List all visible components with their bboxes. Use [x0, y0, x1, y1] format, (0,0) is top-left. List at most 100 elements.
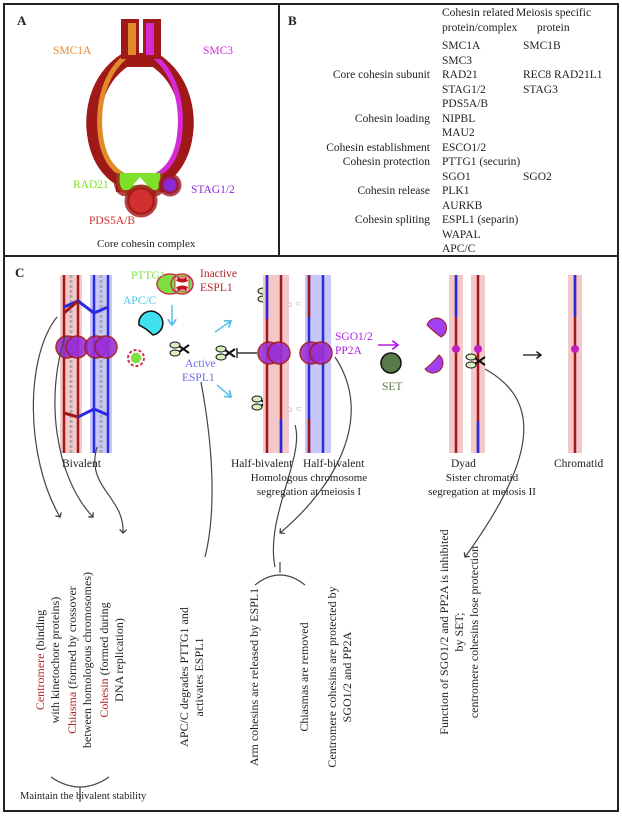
panel-a-label: A [17, 13, 27, 28]
table-cell-category: Cohesin loading [354, 112, 430, 125]
half-bivalent-2 [299, 275, 333, 453]
apcc-pacman [138, 310, 164, 336]
pds5-subunit [124, 184, 158, 218]
half-bivalent-1: ↄ ⸦ ⸦ ↄ ⸦ ⸦ [257, 275, 315, 453]
brace-meiosis1 [254, 574, 306, 586]
table-cell-protein: PLK1 [442, 185, 470, 197]
term-chiasma: Chiasma [65, 691, 79, 734]
table-cell-category: Core cohesin subunit [332, 69, 430, 81]
table-cell-protein: WAPAL [442, 228, 481, 241]
note-arm-cohesins: Arm cohesins are released by ESPL1 [247, 587, 261, 767]
table-cell-meiosis: STAG3 [523, 83, 558, 96]
table-cell-protein: PTTG1 (securin) [442, 156, 521, 168]
label-pttg1: PTTG1 [131, 270, 166, 282]
label-inactive-espl1-1: Inactive [200, 268, 238, 280]
label-sgo: SGO1/2 [335, 331, 373, 343]
table-cell-meiosis: REC8 RAD21L1 [523, 69, 603, 81]
set-protein [380, 352, 402, 374]
panel-b-label: B [288, 13, 297, 28]
svg-text:ↄ ⸦ ⸦: ↄ ⸦ ⸦ [288, 404, 315, 414]
header-meiosis-2: protein [537, 22, 570, 34]
label-pp2a: PP2A [335, 345, 362, 357]
term-centromere: Centromere [33, 653, 47, 711]
table-cell-protein: SGO1 [442, 170, 471, 183]
label-active-espl1-1: Active [185, 358, 216, 370]
note-maintain-stability: Maintain the bivalent stability [20, 791, 147, 802]
stage-half-bivalent-2: Half-bivalent [303, 458, 365, 470]
note-set-inhibits: Function of SGO1/2 and PP2A is inhibited… [437, 529, 481, 735]
cohesin-complex-diagram [86, 19, 194, 218]
connector-sgo [280, 356, 352, 533]
stage-chromatid: Chromatid [554, 458, 604, 470]
table-cell-category: Cohesin establishment [326, 141, 430, 154]
label-rad21: RAD21 [73, 179, 109, 191]
smc3-arm [151, 55, 183, 180]
note-cohesin: Cohesin (formed during DNA replication) [97, 602, 126, 718]
panel-c: C [3, 255, 619, 812]
scissors-dyad [465, 353, 486, 369]
bivalent-chromosomes [55, 275, 118, 453]
arrow-up-right [214, 321, 231, 333]
table-cell-category: Cohesin protection [342, 156, 430, 168]
table-cell-protein: RAD21 [442, 69, 478, 81]
table-cell-protein: SMC3 [442, 54, 473, 67]
phase-meiosis1-1: Homologous chromosome [250, 472, 368, 484]
header-cohesin-related-2: protein/complex [442, 22, 518, 34]
table-cell-meiosis: SGO2 [523, 170, 552, 183]
table-cell-protein: STAG1/2 [442, 83, 486, 96]
degraded-pttg1 [127, 349, 145, 367]
chiasma-bottom [77, 407, 109, 419]
meiosis-diagram: ↄ ⸦ ⸦ ↄ ⸦ ⸦ [32, 273, 582, 802]
table-cell-protein: APC/C [442, 243, 476, 255]
pttg1-espl1-complex [156, 273, 194, 295]
sgo-fragment-top [426, 317, 448, 338]
dyad-chromosomes [449, 275, 485, 453]
header-cohesin-related-1: Cohesin related [442, 7, 514, 19]
chromatid [568, 275, 582, 453]
note-chiasma: Chiasma (formed by crossover between hom… [65, 572, 94, 748]
connector-cohesin [94, 446, 123, 533]
sgo-fragment-bottom [424, 354, 444, 374]
scissors-inhibited [215, 345, 236, 361]
phase-meiosis2-2: segregation at meiosis II [428, 486, 536, 498]
phase-meiosis1-2: segregation at meiosis I [256, 486, 362, 498]
chiasma-top [63, 299, 109, 315]
connector-centromere [32, 316, 60, 517]
stage-bivalent: Bivalent [62, 458, 101, 470]
note-apcc-degrades: APC/C degrades PTTG1 and activates ESPL1 [177, 607, 206, 747]
label-smc1a: SMC1A [53, 45, 92, 57]
scissors-active-espl1 [169, 341, 190, 357]
brace-bivalent [50, 776, 110, 788]
connector-chiasma [54, 336, 93, 517]
table-cell-protein: NIPBL [442, 112, 476, 125]
stage-half-bivalent-1: Half-bivalent [231, 458, 293, 470]
table-cell-protein: MAU2 [442, 127, 475, 139]
table-cell-meiosis: SMC1B [523, 40, 561, 52]
stage-dyad: Dyad [451, 458, 476, 470]
table-cell-protein: AURKB [442, 199, 483, 212]
note-chiasmas-removed: Chiasmas are removed [297, 622, 311, 732]
arrow-down-right [216, 384, 231, 397]
label-set: SET [382, 381, 403, 393]
label-apcc: APC/C [123, 295, 157, 307]
label-active-espl1-2: ESPL1 [182, 372, 215, 384]
panel-a: A SMC1A SMC3 RAD21 STAG1/2 PDS5A/B Core … [3, 3, 280, 257]
svg-text:ↄ ⸦ ⸦: ↄ ⸦ ⸦ [288, 299, 315, 309]
table-cell-protein: SMC1A [442, 40, 481, 52]
connector-active-espl1 [200, 381, 213, 558]
phase-meiosis2-1: Sister chromatid [445, 472, 519, 484]
panel-a-caption: Core cohesin complex [97, 238, 196, 250]
note-centromere: Centromere (binding with kinetochore pro… [33, 596, 62, 724]
header-meiosis-1: Meiosis specific [516, 7, 592, 19]
table-cell-category: Cohesin release [357, 185, 431, 197]
term-cohesin: Cohesin [97, 678, 111, 718]
connector-dyad [465, 368, 525, 557]
label-inactive-espl1-2: ESPL1 [200, 282, 233, 294]
label-pds5: PDS5A/B [89, 215, 136, 227]
connector-arm-cohesin [272, 424, 298, 568]
smc1a-arm [97, 55, 129, 180]
panel-c-label: C [15, 265, 25, 280]
table-cell-protein: ESPL1 (separin) [442, 214, 519, 226]
table-cell-protein: PDS5A/B [442, 98, 489, 110]
table-cell-category: Cohesin spliting [354, 214, 430, 226]
